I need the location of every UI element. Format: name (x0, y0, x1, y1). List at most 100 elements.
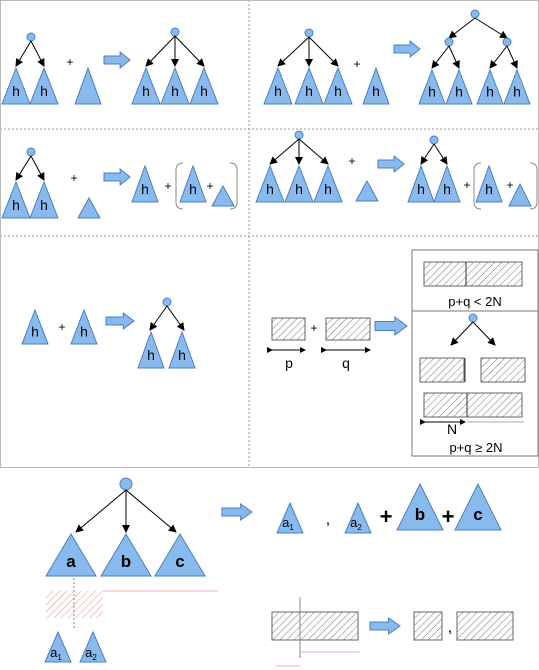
tree-edge (420, 143, 435, 165)
subtree: h (168, 330, 196, 369)
transform-arrow-icon (377, 154, 405, 174)
subtree-label: h (266, 181, 274, 197)
root-node (119, 477, 133, 491)
tree-edge (15, 155, 32, 181)
tree-edge (30, 40, 45, 67)
subtree (44, 630, 72, 663)
subtree-label: h (513, 84, 521, 100)
subtree: h (29, 66, 59, 105)
subtree: b (100, 533, 152, 577)
subtree: a (45, 533, 97, 577)
subtree-label: a (66, 552, 76, 571)
transform-arrow-icon (105, 311, 135, 331)
plus-sign: + (506, 178, 513, 192)
subtree: h (131, 164, 159, 203)
subtree: h (137, 330, 165, 369)
tree-edge (166, 305, 185, 331)
subtree-label: a1 (282, 515, 294, 532)
bracket-right (529, 162, 538, 210)
root-node (294, 130, 304, 140)
subtree (508, 182, 532, 207)
subtree: c (154, 533, 206, 577)
leaf-block (413, 611, 443, 641)
root-node (468, 313, 478, 323)
leaf-block (423, 261, 523, 287)
subtree: h (323, 66, 353, 105)
subtree: h (160, 66, 190, 105)
tree-edge (277, 36, 310, 67)
root-node (26, 147, 36, 157)
transform-arrow-icon (393, 39, 421, 59)
subtree (77, 196, 101, 219)
plus-sign: + (66, 55, 73, 69)
subtree-label: h (455, 84, 463, 100)
root-node (502, 37, 512, 47)
bracket-left (473, 162, 482, 210)
subtree-label: h (147, 347, 155, 363)
tree-edge (269, 138, 300, 165)
subtree-label: h (486, 84, 494, 100)
leaf-block (271, 611, 359, 641)
leaf-block (325, 317, 371, 341)
subtree-label: h (295, 181, 303, 197)
tree-edge (474, 17, 508, 39)
tree-edge (433, 143, 448, 165)
subtree-label: h (274, 83, 282, 99)
subtree-label: a2 (350, 515, 362, 532)
root-node (470, 9, 480, 19)
plus-sign: + (206, 179, 213, 193)
plus-sign: + (353, 57, 360, 71)
plus-sign: + (463, 178, 470, 192)
root-node (429, 135, 439, 145)
subtree-label: h (12, 83, 20, 99)
plus-sign: + (58, 320, 65, 334)
tree-edge (506, 45, 518, 69)
leaf-block (419, 357, 465, 383)
condition-greater-equal: p+q ≥ 2N (449, 440, 502, 455)
tree-edge (450, 321, 474, 346)
leaf-block (423, 392, 523, 418)
subtree-label: h (485, 181, 493, 197)
subtree-label: c (175, 552, 184, 571)
root-node (304, 28, 314, 38)
subtree-label: a1 (50, 645, 62, 662)
subtree: h (1, 180, 31, 219)
q-label: q (342, 355, 350, 371)
subtree: b (396, 482, 444, 531)
subtree-label: h (334, 83, 342, 99)
subtree (79, 630, 107, 663)
subtree-label: a2 (85, 645, 97, 662)
condition-less: p+q < 2N (448, 294, 502, 309)
tree-edge (298, 138, 329, 165)
subtree-label: h (189, 181, 197, 197)
transform-arrow-icon (369, 617, 401, 635)
plus-sign: + (380, 504, 393, 529)
subtree-label: h (141, 181, 149, 197)
subtree: h (475, 164, 503, 203)
tree-edge (149, 305, 168, 331)
n-label: N (447, 421, 457, 437)
subtree-label: h (178, 347, 186, 363)
subtree-label: h (428, 84, 436, 100)
subtree: h (407, 164, 435, 203)
leaf-block (271, 317, 306, 341)
subtree-label: h (372, 83, 380, 99)
subtree-label: h (200, 83, 208, 99)
subtree: h (1, 66, 31, 105)
root-node (26, 32, 36, 42)
tree-edge (448, 45, 460, 69)
comma: , (326, 511, 330, 528)
subtree: h (418, 68, 446, 105)
subtree: h (284, 164, 314, 203)
subtree: h (476, 68, 504, 105)
subtree: h (433, 164, 461, 203)
subtree-label: h (142, 83, 150, 99)
subtree-label: h (40, 83, 48, 99)
tree-edge (125, 489, 177, 533)
subtree-label: b (415, 505, 425, 524)
subtree (211, 184, 235, 207)
p-label: p (285, 355, 293, 371)
tree-edge (15, 40, 32, 67)
subtree: h (21, 308, 49, 345)
